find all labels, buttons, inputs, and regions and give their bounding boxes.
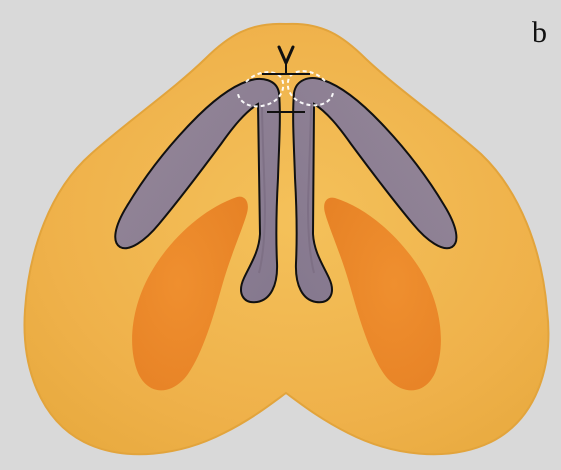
panel-label: b: [532, 18, 547, 48]
